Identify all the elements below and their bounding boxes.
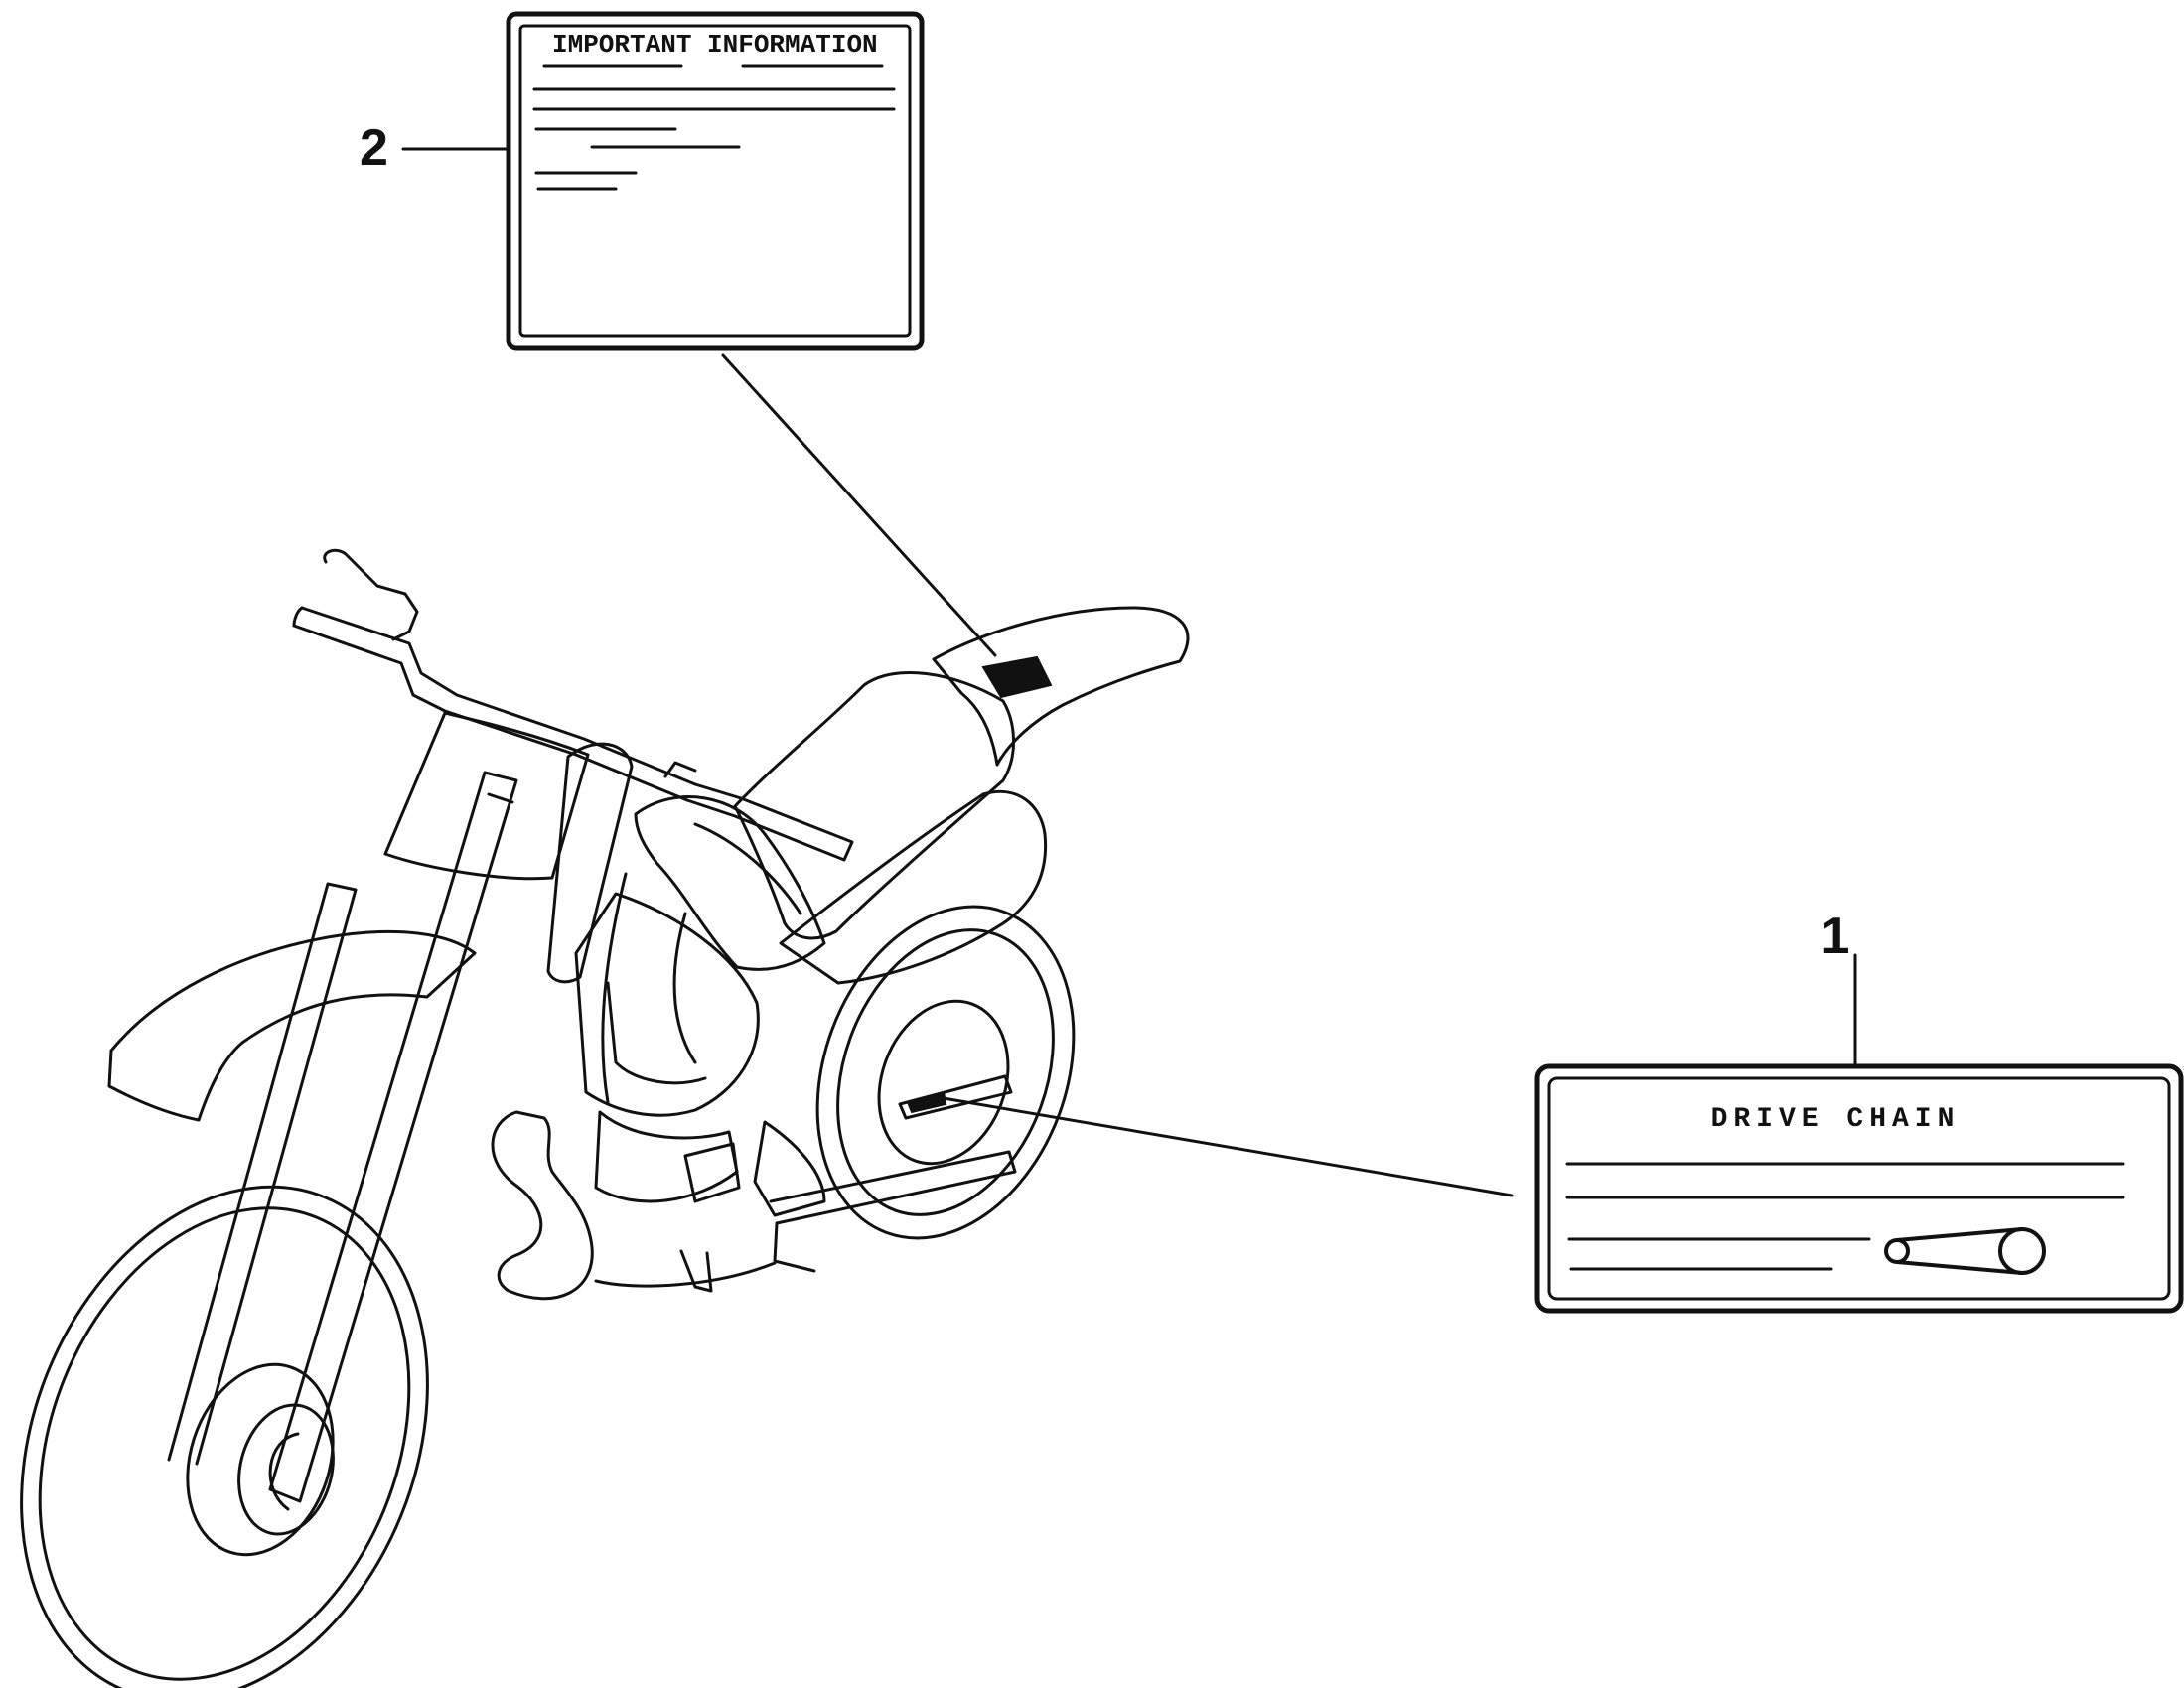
label-inner-border — [1547, 1076, 2171, 1301]
label-inner-border — [518, 24, 912, 338]
rear-wheel — [815, 905, 1076, 1240]
important-information-leader-line — [721, 353, 997, 657]
seat — [733, 670, 1015, 940]
side-panel — [779, 789, 1048, 985]
chain-pictogram — [1884, 1227, 2046, 1275]
important-information-location-marker — [981, 655, 1053, 699]
callout-1: 1 — [1821, 908, 1857, 1068]
engine — [574, 892, 826, 1293]
fuel-tank — [634, 795, 826, 971]
callout-number-1: 1 — [1821, 908, 1850, 965]
drive-chain-title: DRIVE CHAIN — [1711, 1104, 1961, 1135]
front-wheel — [20, 1185, 429, 1688]
fork-clamp — [546, 742, 634, 984]
handlebars — [292, 548, 854, 862]
callout-number-2: 2 — [360, 119, 388, 177]
front-number-plate — [383, 711, 590, 881]
drive-chain-label: DRIVE CHAIN — [1534, 1063, 2184, 1314]
important-information-label: IMPORTANT INFORMATION — [506, 11, 925, 351]
motorcycle-drawing — [20, 548, 1190, 1688]
drive-chain-location-marker — [906, 1090, 947, 1114]
rear-fender — [932, 606, 1190, 767]
front-fender — [107, 929, 477, 1122]
front-forks — [167, 771, 518, 1503]
label-outer-border — [506, 11, 925, 351]
label-text-lines — [1565, 1162, 2125, 1271]
swingarm — [594, 1074, 1017, 1288]
drive-chain-leader-line — [930, 1094, 1514, 1197]
important-information-title: IMPORTANT INFORMATION — [552, 30, 878, 60]
label-text-lines — [532, 64, 896, 191]
exhaust-pipe — [491, 1110, 594, 1301]
callout-2: 2 — [360, 119, 510, 177]
label-outer-border — [1534, 1063, 2184, 1314]
